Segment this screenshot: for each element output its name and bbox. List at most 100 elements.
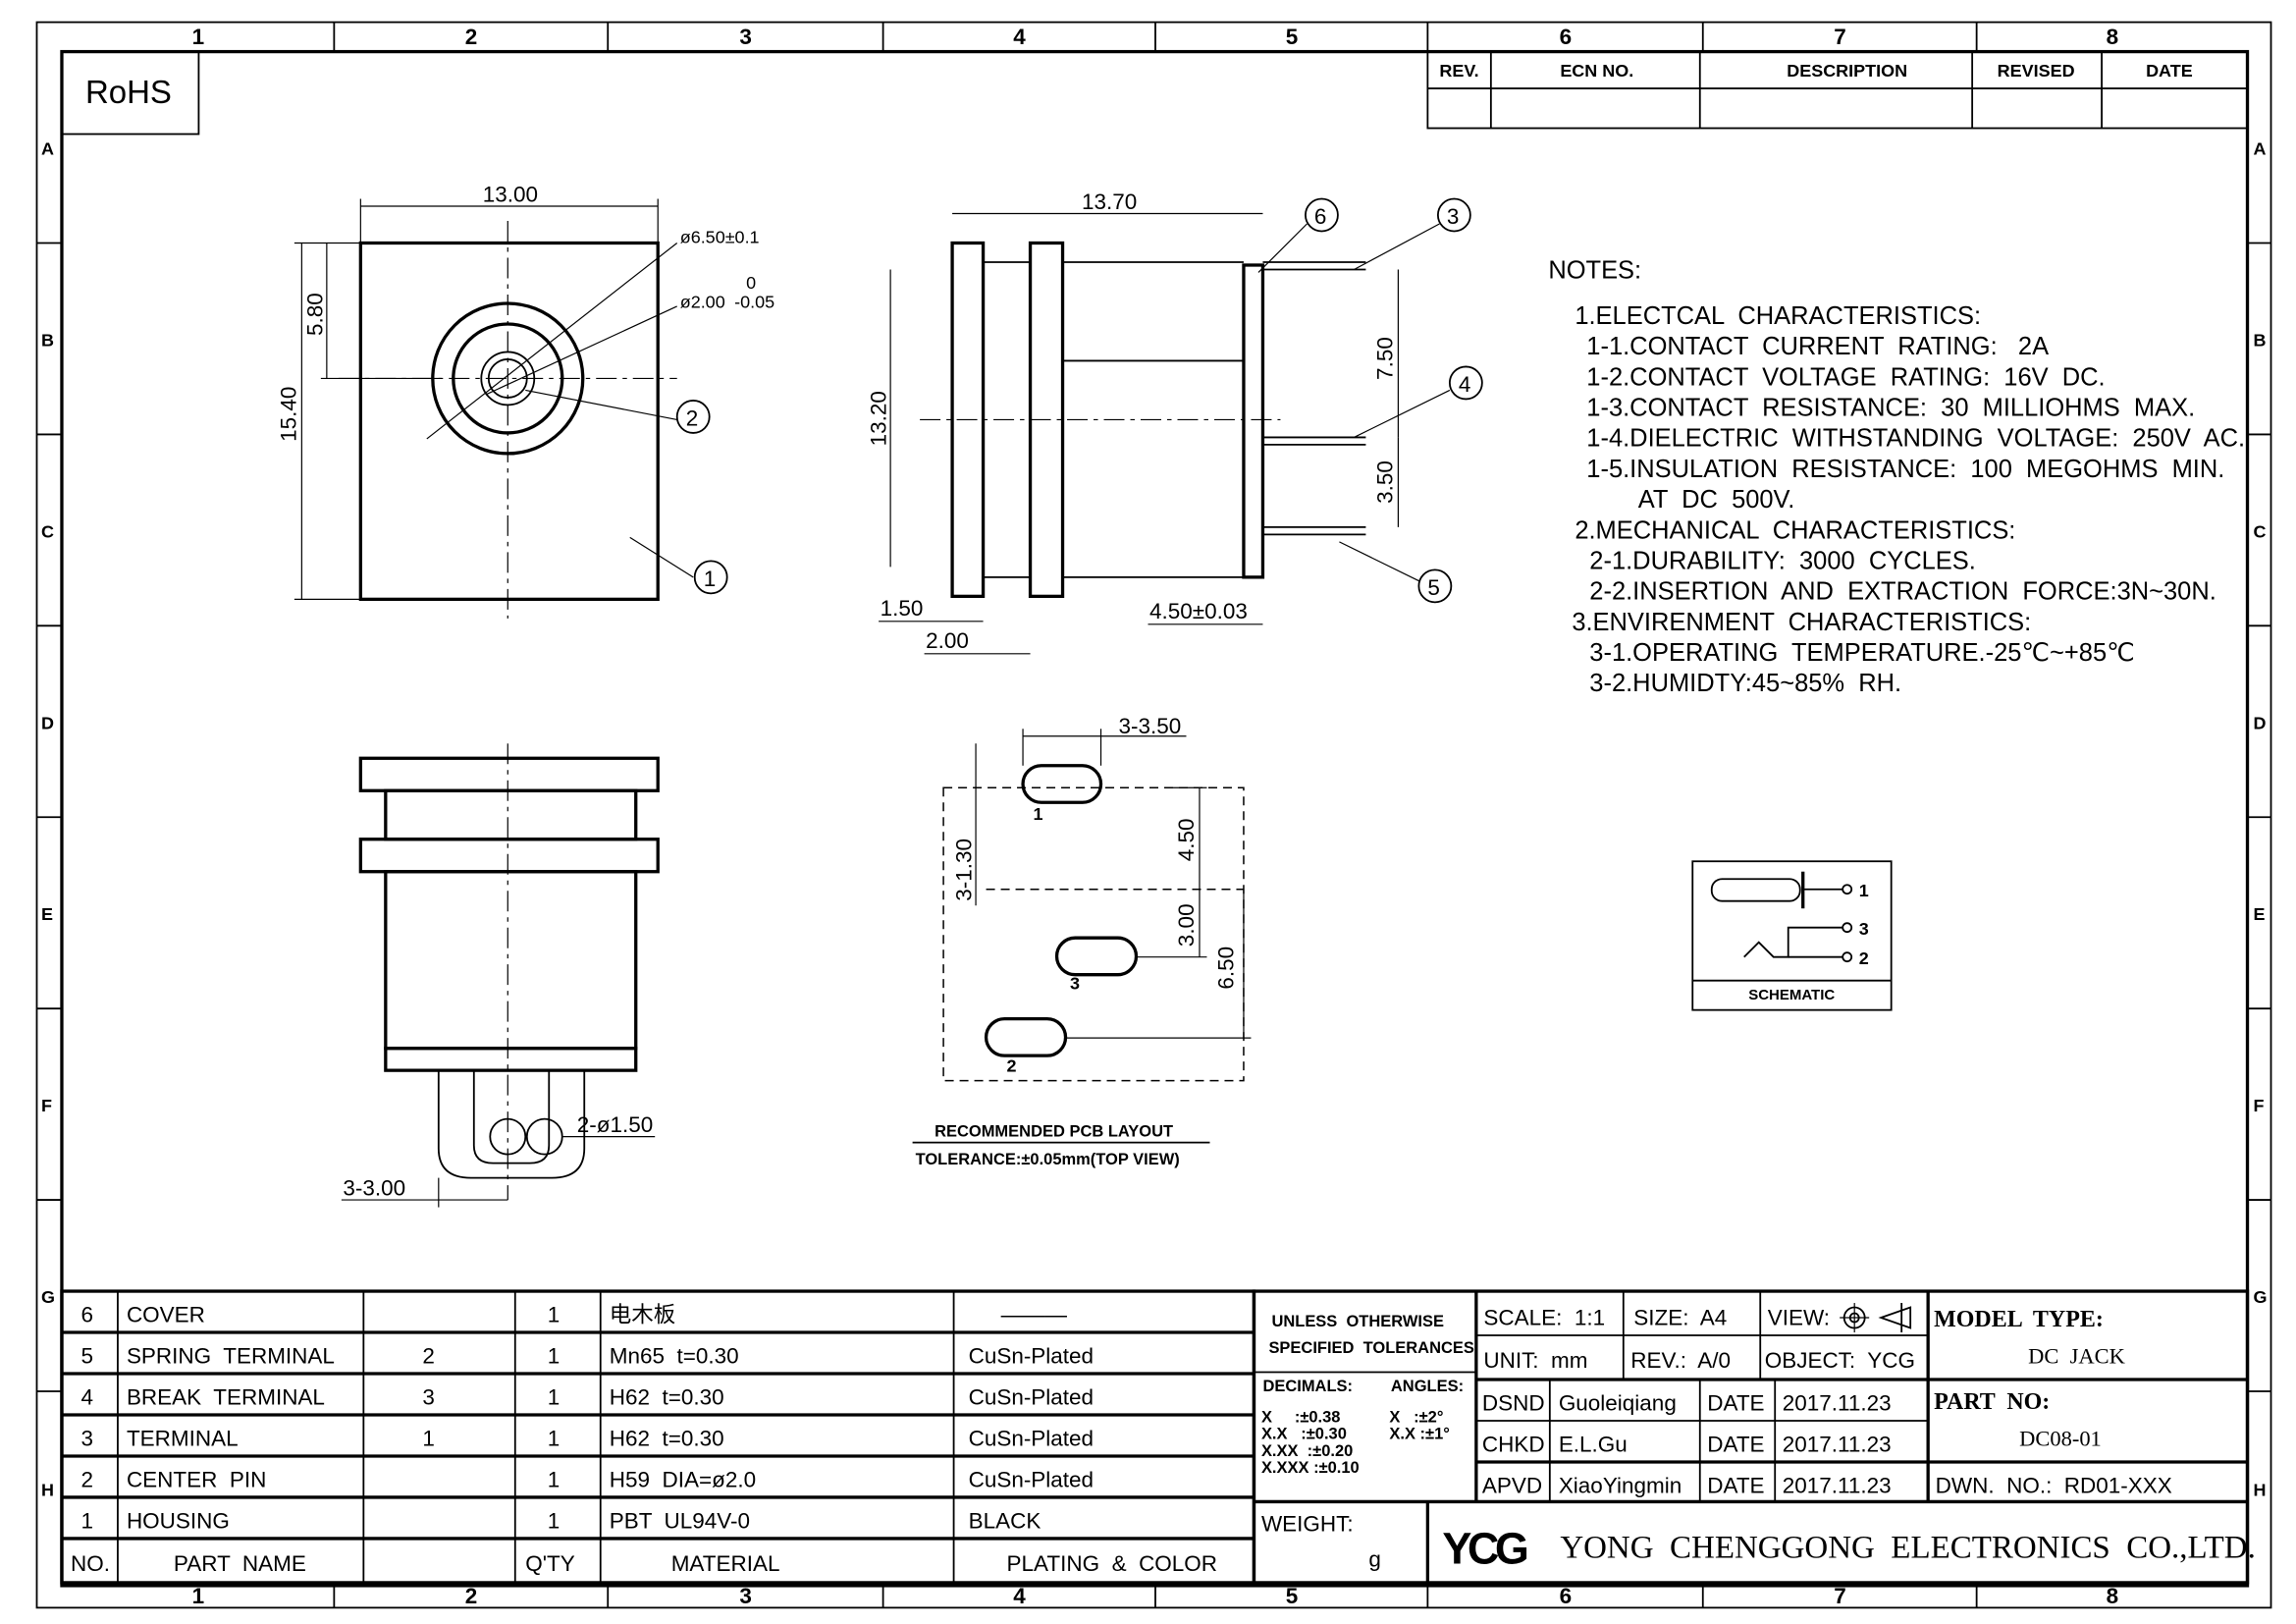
callout-2: 2 xyxy=(686,406,699,430)
note-line: AT DC 500V. xyxy=(1638,486,1795,514)
dim-d3: 6.50 xyxy=(1213,947,1238,990)
callout-3: 3 xyxy=(1447,204,1460,229)
dwn-no: DWN. NO.: RD01-XXX xyxy=(1936,1473,2172,1497)
dim-outer-dia: ø6.50±0.1 xyxy=(680,227,760,246)
dim-length: 13.70 xyxy=(1082,189,1137,214)
tolerance-angle: X :±2° xyxy=(1389,1408,1443,1426)
part-name: SPRING TERMINAL xyxy=(127,1344,335,1369)
zone-column-3: 3 xyxy=(739,25,752,49)
weight-label: WEIGHT: xyxy=(1261,1511,1354,1536)
part-name: COVER xyxy=(127,1303,205,1327)
zone-column-3: 3 xyxy=(739,1584,752,1608)
note-line: 1-2.CONTACT VOLTAGE RATING: 16V DC. xyxy=(1586,363,2105,391)
part-material: Mn65 t=0.30 xyxy=(610,1344,739,1369)
signoff-role: DSND xyxy=(1482,1390,1545,1415)
part-no: 4 xyxy=(80,1384,93,1409)
signoff-date-label: DATE xyxy=(1707,1473,1764,1497)
part-material: PBT UL94V-0 xyxy=(610,1508,750,1533)
tolerance-header-1: UNLESS OTHERWISE xyxy=(1271,1313,1444,1330)
note-line: 1-4.DIELECTRIC WITHSTANDING VOLTAGE: 250… xyxy=(1586,425,2245,453)
angles-label: ANGLES: xyxy=(1391,1378,1464,1395)
dim-pin-gap-2: 3.50 xyxy=(1372,460,1397,504)
dim-body-height: 13.20 xyxy=(867,391,891,446)
dim-slot: 3-3.50 xyxy=(1119,714,1182,738)
dim-pin-length: 4.50±0.03 xyxy=(1149,599,1248,623)
zone-row-D: D xyxy=(2254,713,2267,732)
zone-column-6: 6 xyxy=(1560,1584,1573,1608)
part-no-label: PART NO: xyxy=(1934,1389,2050,1415)
model-type-label: MODEL TYPE: xyxy=(1934,1307,2104,1332)
part-ref: 3 xyxy=(422,1384,435,1409)
pad-1: 1 xyxy=(1034,804,1043,824)
zone-row-G: G xyxy=(2254,1287,2268,1307)
signoff-date: 2017.11.23 xyxy=(1783,1432,1892,1456)
schematic: 1 3 2 SCHEMATIC xyxy=(1691,860,1893,1011)
part-name: CENTER PIN xyxy=(127,1467,266,1491)
revision-table: REV. ECN NO. DESCRIPTION REVISED DATE xyxy=(1426,50,2249,130)
dim-height: 15.40 xyxy=(276,387,300,442)
note-line: 1-3.CONTACT RESISTANCE: 30 MILLIOHMS MAX… xyxy=(1586,395,2195,422)
pad-3: 3 xyxy=(1070,974,1080,994)
tolerance-decimal: X.X :±0.30 xyxy=(1261,1426,1347,1443)
part-no: 5 xyxy=(80,1344,93,1369)
schematic-pin-3: 3 xyxy=(1859,919,1869,939)
description-header: DESCRIPTION xyxy=(1787,61,1907,81)
part-ref: 1 xyxy=(422,1426,435,1450)
zone-column-2: 2 xyxy=(465,25,478,49)
header-part-name: PART NAME xyxy=(174,1551,306,1576)
part-qty: 1 xyxy=(548,1303,561,1327)
decimals-label: DECIMALS: xyxy=(1262,1378,1353,1395)
side-view: 13.70 13.20 7.50 3.50 1.50 2.00 4.50±0.0… xyxy=(867,189,1483,655)
part-no: 6 xyxy=(80,1303,93,1327)
pcb-tolerance: TOLERANCE:±0.05mm(TOP VIEW) xyxy=(916,1151,1180,1168)
tolerance-header-2: SPECIFIED TOLERANCES xyxy=(1268,1339,1473,1357)
part-qty: 1 xyxy=(548,1467,561,1491)
note-line: 2-1.DURABILITY: 3000 CYCLES. xyxy=(1589,547,1976,574)
zone-row-A: A xyxy=(41,139,54,159)
part-name: TERMINAL xyxy=(127,1426,239,1450)
dim-slot-width: 3-1.30 xyxy=(952,839,977,901)
header-material: MATERIAL xyxy=(671,1551,780,1576)
zone-row-A: A xyxy=(2254,139,2267,159)
part-plating: CuSn-Plated xyxy=(969,1384,1094,1409)
part-name: HOUSING xyxy=(127,1508,230,1533)
dim-d2: 3.00 xyxy=(1174,903,1199,947)
zone-column-7: 7 xyxy=(1834,25,1846,49)
zone-column-8: 8 xyxy=(2107,1584,2119,1608)
dim-hole: 2-ø1.50 xyxy=(577,1112,654,1137)
signoff-name: E.L.Gu xyxy=(1559,1432,1628,1456)
tolerance-angle: X.X :±1° xyxy=(1389,1426,1449,1443)
note-line: 2-2.INSERTION AND EXTRACTION FORCE:3N~30… xyxy=(1589,578,2216,606)
part-plating: BLACK xyxy=(969,1508,1041,1533)
company-logo: YCG xyxy=(1442,1523,1526,1573)
signoff-name: XiaoYingmin xyxy=(1559,1473,1682,1497)
part-plating: CuSn-Plated xyxy=(969,1467,1094,1491)
pad-2: 2 xyxy=(1007,1056,1017,1076)
zone-row-C: C xyxy=(41,521,54,541)
scale: SCALE: 1:1 xyxy=(1483,1306,1605,1330)
zone-column-6: 6 xyxy=(1560,25,1573,49)
note-line: 2.MECHANICAL CHARACTERISTICS: xyxy=(1575,516,2015,544)
pcb-layout: 1 3 2 3-3.50 3-1.30 4.50 3.00 6.50 RECOM… xyxy=(912,714,1252,1168)
part-plating: CuSn-Plated xyxy=(969,1426,1094,1450)
part-name: BREAK TERMINAL xyxy=(127,1384,325,1409)
model-type: DC JACK xyxy=(2028,1344,2125,1369)
zone-row-F: F xyxy=(2254,1096,2265,1115)
tolerance-decimal: X.XX :±0.20 xyxy=(1261,1442,1353,1460)
dim-pin-tol-upper: 0 xyxy=(746,273,756,293)
zone-row-F: F xyxy=(41,1096,52,1115)
dim-flange-1: 1.50 xyxy=(881,596,924,621)
object: OBJECT: YCG xyxy=(1765,1348,1915,1373)
notes-title: NOTES: xyxy=(1548,256,1641,284)
note-line: 1.ELECTCAL CHARACTERISTICS: xyxy=(1575,302,1981,330)
dim-spacing: 3-3.00 xyxy=(343,1176,405,1201)
zone-row-B: B xyxy=(41,330,54,350)
part-no: 3 xyxy=(80,1426,93,1450)
